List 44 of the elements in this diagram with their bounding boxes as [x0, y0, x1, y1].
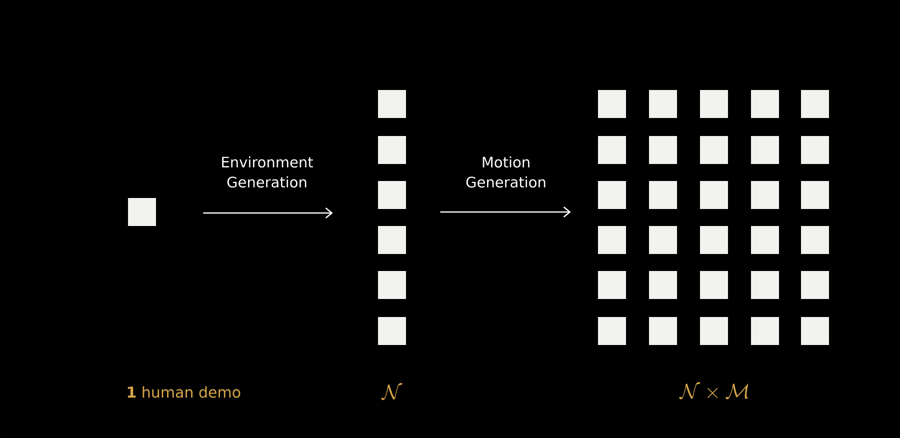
square	[378, 136, 406, 164]
arrow	[203, 207, 333, 218]
square	[378, 181, 406, 209]
square	[598, 90, 626, 118]
square	[801, 136, 829, 164]
square	[751, 316, 779, 345]
square	[649, 226, 677, 254]
square	[700, 226, 728, 254]
square	[598, 316, 626, 345]
square	[598, 270, 626, 299]
square	[751, 226, 779, 254]
square	[598, 181, 626, 209]
square	[378, 270, 406, 299]
square	[801, 90, 829, 118]
square	[751, 90, 779, 118]
formula: $\mathcal{N}$	[381, 383, 402, 400]
formula: $\mathcal{N}\times\mathcal{M}$	[679, 382, 748, 400]
arrow	[440, 206, 571, 218]
square	[801, 226, 829, 254]
square	[649, 181, 677, 209]
edge-label: Motion Generation	[466, 156, 546, 188]
square	[649, 90, 677, 118]
square	[700, 136, 728, 164]
square	[751, 181, 779, 209]
square	[700, 90, 728, 118]
square	[801, 316, 829, 345]
edge-label: Environment Generation	[222, 156, 313, 188]
square	[700, 181, 728, 209]
square	[649, 316, 677, 345]
square	[801, 270, 829, 299]
square	[700, 270, 728, 299]
square	[751, 270, 779, 299]
square	[378, 316, 406, 345]
square	[751, 136, 779, 164]
square	[598, 136, 626, 164]
square	[801, 181, 829, 209]
square	[378, 226, 406, 254]
caption: 1 human demo	[128, 386, 240, 398]
square	[649, 136, 677, 164]
square	[700, 316, 728, 345]
square	[649, 270, 677, 299]
square	[378, 90, 406, 118]
square	[128, 198, 156, 226]
square	[598, 226, 626, 254]
